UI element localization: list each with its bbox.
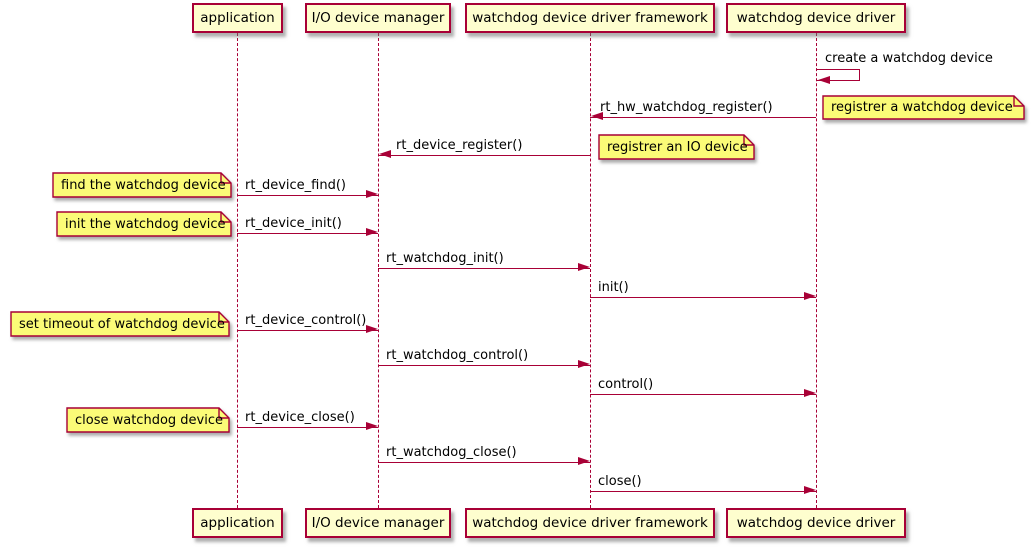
note-text: find the watchdog device — [61, 177, 226, 193]
message-label-close: close() — [598, 474, 642, 489]
message-label-rt-watchdog-control: rt_watchdog_control() — [386, 348, 529, 363]
message-line — [590, 117, 816, 118]
participant-top-watchdog-framework: watchdog device driver framework — [465, 3, 715, 33]
arrowhead-right-icon — [804, 389, 816, 397]
message-label-rt-device-init: rt_device_init() — [245, 216, 342, 231]
message-line — [590, 297, 816, 298]
participant-top-watchdog-driver: watchdog device driver — [726, 3, 906, 33]
note-text: set timeout of watchdog device — [19, 316, 225, 332]
message-line — [378, 268, 590, 269]
note-shape-icon — [822, 95, 1025, 120]
arrowhead-right-icon — [804, 486, 816, 494]
note-text: close watchdog device — [75, 412, 223, 428]
message-line — [237, 195, 378, 196]
message-label-rt-watchdog-close: rt_watchdog_close() — [386, 445, 517, 460]
note-find-watchdog-device: find the watchdog device — [52, 172, 232, 198]
arrowhead-right-icon — [366, 190, 378, 198]
note-close-watchdog-device: close watchdog device — [66, 407, 230, 433]
message-label-rt-device-find: rt_device_find() — [245, 178, 346, 193]
lifeline-watchdog-driver — [816, 33, 817, 508]
lifeline-watchdog-framework — [590, 33, 591, 508]
arrowhead-right-icon — [578, 263, 590, 271]
note-shape-icon — [598, 134, 755, 160]
participant-top-application: application — [192, 3, 283, 33]
message-line — [590, 394, 816, 395]
note-text: registrer a watchdog device — [831, 100, 1013, 115]
message-label-create-watchdog-device: create a watchdog device — [825, 51, 993, 66]
participant-top-io-device-manager: I/O device manager — [305, 3, 451, 33]
self-message-loop — [817, 69, 860, 81]
note-text: registrer an IO device — [607, 139, 748, 155]
message-label-rt-hw-watchdog-register: rt_hw_watchdog_register() — [600, 100, 773, 115]
arrowhead-left-icon — [818, 76, 830, 84]
message-line — [378, 365, 590, 366]
arrowhead-right-icon — [366, 228, 378, 236]
lifeline-io-device-manager — [378, 33, 379, 508]
note-shape-icon — [52, 172, 232, 198]
note-text: init the watchdog device — [65, 216, 226, 232]
message-line — [237, 233, 378, 234]
message-line — [237, 330, 378, 331]
message-label-rt-device-register: rt_device_register() — [396, 138, 523, 153]
note-set-timeout-watchdog-device: set timeout of watchdog device — [10, 311, 230, 337]
note-registrer-io-device: registrer an IO device — [598, 134, 755, 160]
message-line — [237, 427, 378, 428]
arrowhead-left-icon — [379, 150, 391, 158]
message-label-rt-watchdog-init: rt_watchdog_init() — [386, 251, 504, 266]
participant-bottom-application: application — [192, 508, 283, 538]
message-line — [590, 491, 816, 492]
participant-bottom-io-device-manager: I/O device manager — [305, 508, 451, 538]
note-registrer-watchdog-device: registrer a watchdog device — [822, 95, 1025, 120]
note-init-watchdog-device: init the watchdog device — [56, 211, 232, 237]
message-label-init: init() — [598, 280, 629, 295]
lifeline-application — [237, 33, 238, 508]
message-label-rt-device-control: rt_device_control() — [245, 313, 367, 328]
arrowhead-right-icon — [366, 422, 378, 430]
note-shape-icon — [56, 211, 232, 237]
arrowhead-right-icon — [578, 457, 590, 465]
message-line — [378, 462, 590, 463]
note-shape-icon — [66, 407, 230, 433]
arrowhead-right-icon — [366, 325, 378, 333]
message-label-rt-device-close: rt_device_close() — [245, 410, 355, 425]
note-shape-icon — [10, 311, 230, 337]
participant-bottom-watchdog-framework: watchdog device driver framework — [465, 508, 715, 538]
arrowhead-right-icon — [578, 360, 590, 368]
arrowhead-left-icon — [591, 112, 603, 120]
arrowhead-right-icon — [804, 292, 816, 300]
message-label-control: control() — [598, 377, 654, 392]
message-line — [378, 155, 590, 156]
participant-bottom-watchdog-driver: watchdog device driver — [726, 508, 906, 538]
